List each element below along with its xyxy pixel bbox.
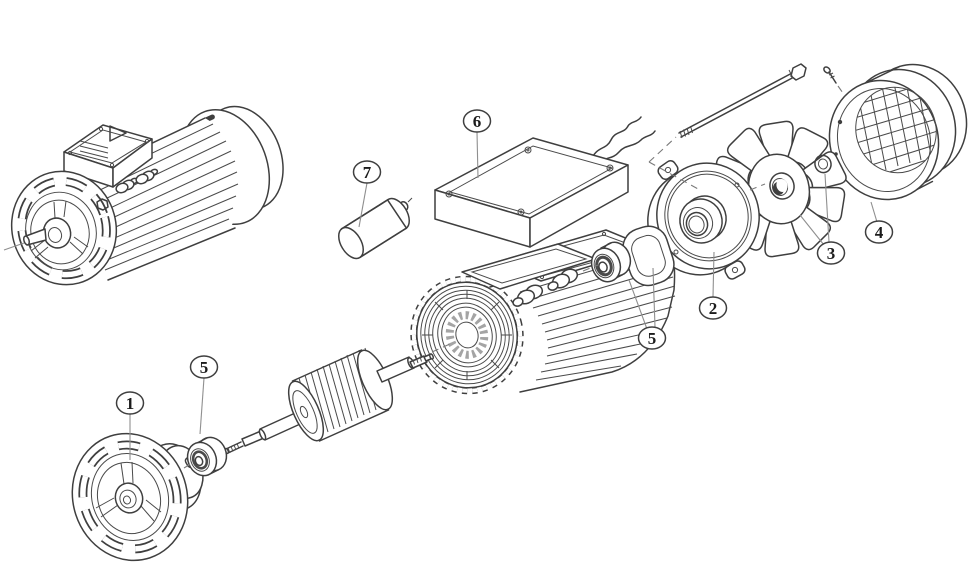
callout-4: 4 <box>864 220 894 244</box>
callout-7: 7 <box>352 160 382 184</box>
callout-3-label: 3 <box>827 244 836 263</box>
callout-leader-lines <box>129 131 878 460</box>
stator-cable-glands <box>512 268 579 307</box>
terminal-box-cover <box>434 116 656 248</box>
retaining-clip <box>814 154 832 174</box>
capacitor <box>337 197 413 260</box>
callout-3: 3 <box>816 241 846 265</box>
callout-2: 2 <box>698 296 728 320</box>
power-wire <box>591 116 642 159</box>
callout-1: 1 <box>115 391 145 415</box>
rotor-core <box>287 347 394 442</box>
callout-6-label: 6 <box>473 112 482 131</box>
rotor-shaft-assembly <box>223 347 434 455</box>
assembled-motor-view <box>3 105 284 286</box>
stator-face <box>410 275 524 395</box>
fan-cover <box>828 63 968 201</box>
cooling-fan <box>707 120 851 258</box>
front-mounting-flange <box>71 432 204 562</box>
callout-5-front: 5 <box>189 355 219 379</box>
callout-5-rear-label: 5 <box>648 329 657 348</box>
front-shaft-bearing <box>186 436 228 477</box>
assembly-axis-dashes <box>183 85 846 469</box>
callout-2-label: 2 <box>709 299 718 318</box>
assembled-cable-glands <box>115 168 159 194</box>
callout-4-label: 4 <box>875 223 884 242</box>
fan-cover-grille <box>845 81 942 180</box>
rear-shaft-bearing <box>590 241 632 283</box>
assembled-terminal-box <box>63 124 153 188</box>
warning-triangle-icon <box>109 125 127 142</box>
tie-bolt <box>678 63 807 139</box>
assembled-front-flange <box>3 170 118 286</box>
callout-6: 6 <box>462 109 492 133</box>
clamp-bolt <box>96 198 109 211</box>
cover-screw <box>823 66 837 84</box>
power-wire <box>596 130 656 165</box>
callout-5-rear: 5 <box>637 326 667 350</box>
callout-1-label: 1 <box>126 394 135 413</box>
callout-7-label: 7 <box>363 163 372 182</box>
rear-end-bracket <box>647 160 760 280</box>
callout-5-front-label: 5 <box>200 358 209 377</box>
